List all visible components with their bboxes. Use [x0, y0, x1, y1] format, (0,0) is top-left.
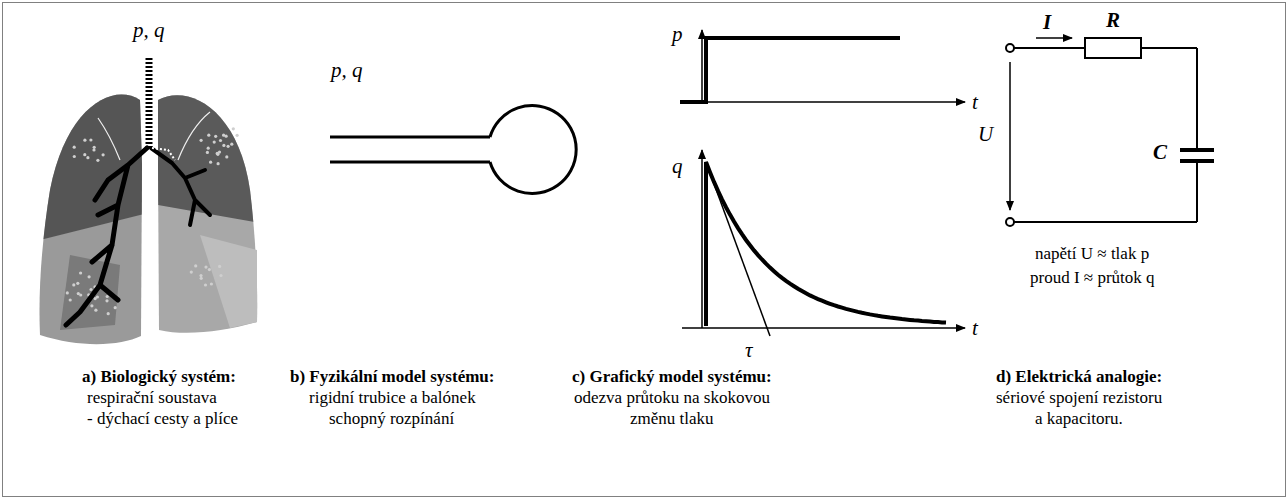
- alveolus-dot: [206, 151, 209, 154]
- alveolus-dot: [190, 271, 193, 274]
- alveolus-dot: [73, 146, 76, 149]
- caption-text: respirační soustava: [87, 388, 217, 408]
- axis-label: q: [672, 154, 683, 178]
- caption-text: schopný rozpínání: [329, 409, 454, 429]
- voltage-label: U: [978, 122, 993, 146]
- alveolus-dot: [200, 277, 203, 280]
- axis-label: p: [672, 22, 683, 46]
- alveolus-dot: [207, 147, 210, 150]
- alveolus-dot: [89, 288, 92, 291]
- alveolus-dot: [200, 139, 203, 142]
- alveolus-dot: [102, 153, 105, 156]
- caption-text: a kapacitoru.: [1035, 409, 1123, 429]
- terminal: [1006, 44, 1014, 52]
- caption-heading: c) Grafický model systému:: [572, 367, 772, 387]
- alveolus-dot: [204, 283, 207, 286]
- alveolus-dot: [72, 283, 75, 286]
- lungs-drawing: [39, 58, 257, 344]
- alveolus-dot: [232, 127, 235, 130]
- alveolus-dot: [86, 156, 89, 159]
- alveolus-dot: [89, 138, 92, 141]
- terminal: [1006, 218, 1014, 226]
- alveolus-dot: [227, 145, 230, 148]
- flow-variable: p, q: [331, 58, 363, 82]
- alveolus-dot: [69, 298, 72, 301]
- alveolus-dot: [216, 153, 219, 156]
- axis-label: t: [972, 90, 978, 114]
- alveolus-dot: [219, 274, 222, 277]
- resistor-symbol: [1085, 38, 1141, 58]
- alveolus-dot: [222, 144, 225, 147]
- alveolus-dot: [214, 135, 217, 138]
- caption-text: rigidní trubice a balónek: [309, 388, 476, 408]
- component-label: R: [1106, 8, 1120, 32]
- alveolus-dot: [213, 141, 216, 144]
- rc-circuit: [1006, 38, 1214, 226]
- alveolus-dot: [210, 282, 213, 285]
- caption-text: - dýchací cesty a plíce: [87, 409, 238, 429]
- alveolus-dot: [94, 297, 97, 300]
- alveolus-dot: [219, 139, 222, 142]
- alveolus-dot: [204, 266, 207, 269]
- caption-text: odezva průtoku na skokovou: [574, 388, 770, 408]
- alveolus-dot: [217, 162, 220, 165]
- alveolus-dot: [83, 139, 86, 142]
- alveolus-dot: [96, 159, 99, 162]
- caption-heading: b) Fyzikální model systému:: [290, 367, 494, 387]
- caption-heading: d) Elektrická analogie:: [996, 367, 1162, 387]
- alveolus-dot: [93, 146, 96, 149]
- current-label: I: [1043, 10, 1051, 34]
- capacitor-symbol: [1180, 148, 1214, 152]
- alveolus-dot: [208, 268, 211, 271]
- analogy-note: proud I ≈ průtok q: [1030, 268, 1155, 288]
- caption-heading: a) Biologický systém:: [82, 367, 236, 387]
- flow-variable: p, q: [133, 18, 165, 42]
- alveolus-dot: [76, 282, 79, 285]
- alveolus-dot: [79, 293, 82, 296]
- alveolus-dot: [90, 304, 93, 307]
- alveolus-dot: [236, 134, 239, 137]
- alveolus-dot: [194, 264, 197, 267]
- tube-balloon: [330, 106, 576, 194]
- alveolus-dot: [230, 143, 233, 146]
- axis-label: t: [972, 316, 978, 340]
- alveolus-dot: [105, 299, 108, 302]
- alveolus-dot: [207, 134, 210, 137]
- alveolus-dot: [79, 271, 82, 274]
- caption-text: změnu tlaku: [630, 409, 714, 429]
- time-constant: τ: [745, 338, 753, 362]
- figure-frame: [3, 3, 1286, 497]
- alveolus-dot: [106, 295, 109, 298]
- alveolus-dot: [218, 265, 221, 268]
- alveolus-dot: [114, 306, 117, 309]
- alveolus-dot: [222, 134, 225, 137]
- component-label: C: [1153, 140, 1167, 164]
- alveolus-dot: [73, 155, 76, 158]
- alveolus-dot: [66, 291, 69, 294]
- caption-text: sériové spojení rezistoru: [996, 388, 1162, 408]
- alveolus-dot: [83, 153, 86, 156]
- alveolus-dot: [94, 309, 97, 312]
- alveolus-dot: [225, 155, 228, 158]
- alveolus-dot: [209, 161, 212, 164]
- alveolus-dot: [107, 312, 110, 315]
- step-response-graphs: [680, 30, 965, 336]
- analogy-note: napětí U ≈ tlak p: [1035, 244, 1149, 264]
- alveolus-dot: [88, 275, 91, 278]
